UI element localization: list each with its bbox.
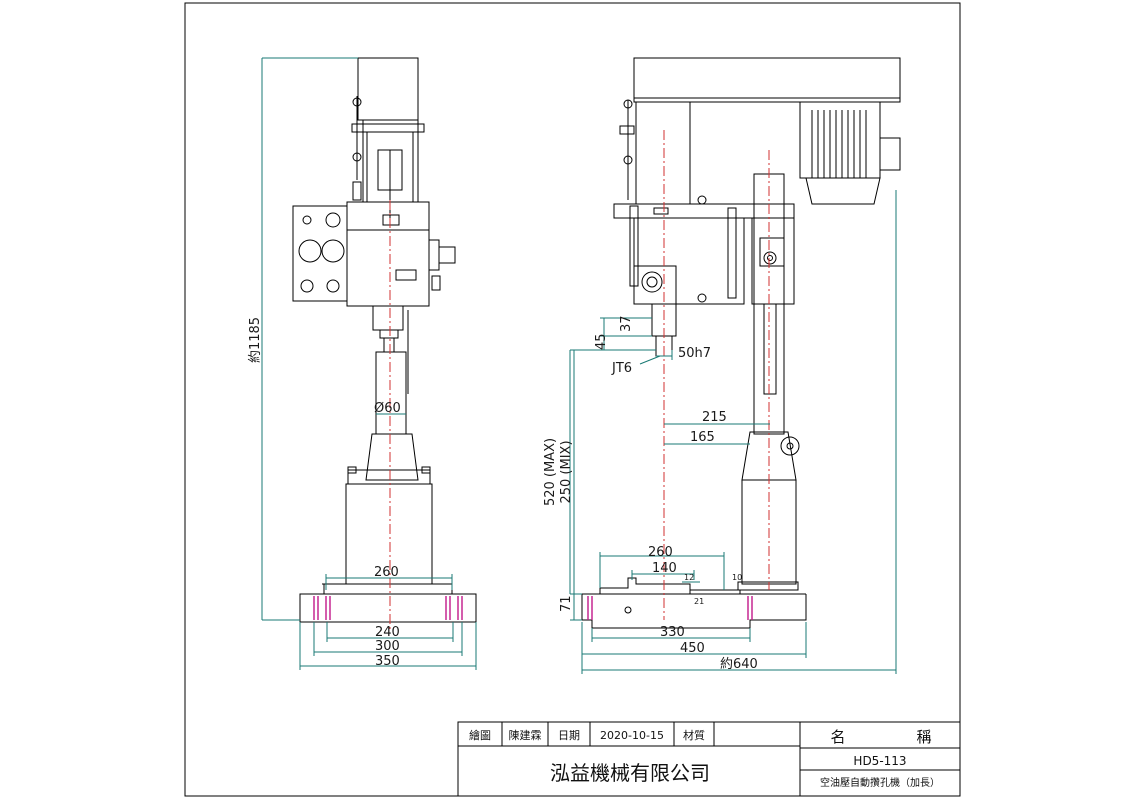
dim-slot-21: 21 <box>694 597 704 606</box>
dim-reach-165: 165 <box>690 430 715 445</box>
tb-name-label-1: 名 <box>830 728 845 746</box>
dim-reach-215: 215 <box>702 410 727 425</box>
side-table <box>599 577 741 595</box>
dim-column-dia: Ø60 <box>374 401 401 416</box>
dim-base-240: 240 <box>375 625 400 640</box>
dim-front-table-260: 260 <box>374 565 399 580</box>
tb-date-label: 日期 <box>558 729 580 742</box>
dim-slot-12: 12 <box>684 573 694 582</box>
dim-45: 45 <box>594 333 609 350</box>
dim-total-depth: 約640 <box>720 657 758 672</box>
side-cylinder <box>635 101 691 205</box>
side-base <box>581 594 807 629</box>
side-head <box>613 203 795 219</box>
front-head <box>346 201 430 307</box>
dim-jt6: JT6 <box>611 361 632 376</box>
front-base <box>299 593 477 623</box>
front-motor <box>357 57 419 121</box>
tb-company: 泓益機械有限公司 <box>550 761 710 785</box>
dim-base-330: 330 <box>660 625 685 640</box>
front-side-panel <box>292 205 348 302</box>
dim-base-450: 450 <box>680 641 705 656</box>
tb-description: 空油壓自動攢孔機（加長） <box>820 776 940 789</box>
dim-base-300: 300 <box>375 639 400 654</box>
dim-stroke-max: 520 (MAX) <box>543 438 558 506</box>
front-view: 約1185 Ø60 260 240 300 350 <box>248 57 477 670</box>
dim-base-71: 71 <box>559 595 574 612</box>
title-block: 繪圖 陳建霖 日期 2020-10-15 材質 名 稱 泓益機械有限公司 HD5… <box>457 721 961 797</box>
dim-base-350: 350 <box>375 654 400 669</box>
drawing-frame <box>184 2 961 797</box>
tb-date: 2020-10-15 <box>600 729 664 742</box>
side-motor <box>799 101 901 205</box>
side-top-beam <box>633 57 901 103</box>
dim-stroke-min: 250 (MIX) <box>559 440 574 503</box>
dim-37: 37 <box>619 315 634 332</box>
dim-total-height: 約1185 <box>248 317 263 363</box>
dim-slot-140: 140 <box>652 561 677 576</box>
tb-name-label-2: 稱 <box>916 728 931 746</box>
tb-drafter: 陳建霖 <box>509 728 542 742</box>
front-base-bolts <box>313 596 463 620</box>
tb-draw-label: 繪圖 <box>469 728 491 742</box>
dim-slot-10: 10 <box>732 573 742 582</box>
dim-50h7: 50h7 <box>678 346 711 361</box>
tb-material-label: 材質 <box>683 728 705 742</box>
front-column <box>375 351 407 435</box>
tb-model: HD5-113 <box>853 754 906 768</box>
front-quill <box>372 305 404 331</box>
side-view: 37 45 50h7 JT6 520 (MAX) 250 (MIX) 215 1… <box>543 57 901 674</box>
dim-side-table-260: 260 <box>648 545 673 560</box>
